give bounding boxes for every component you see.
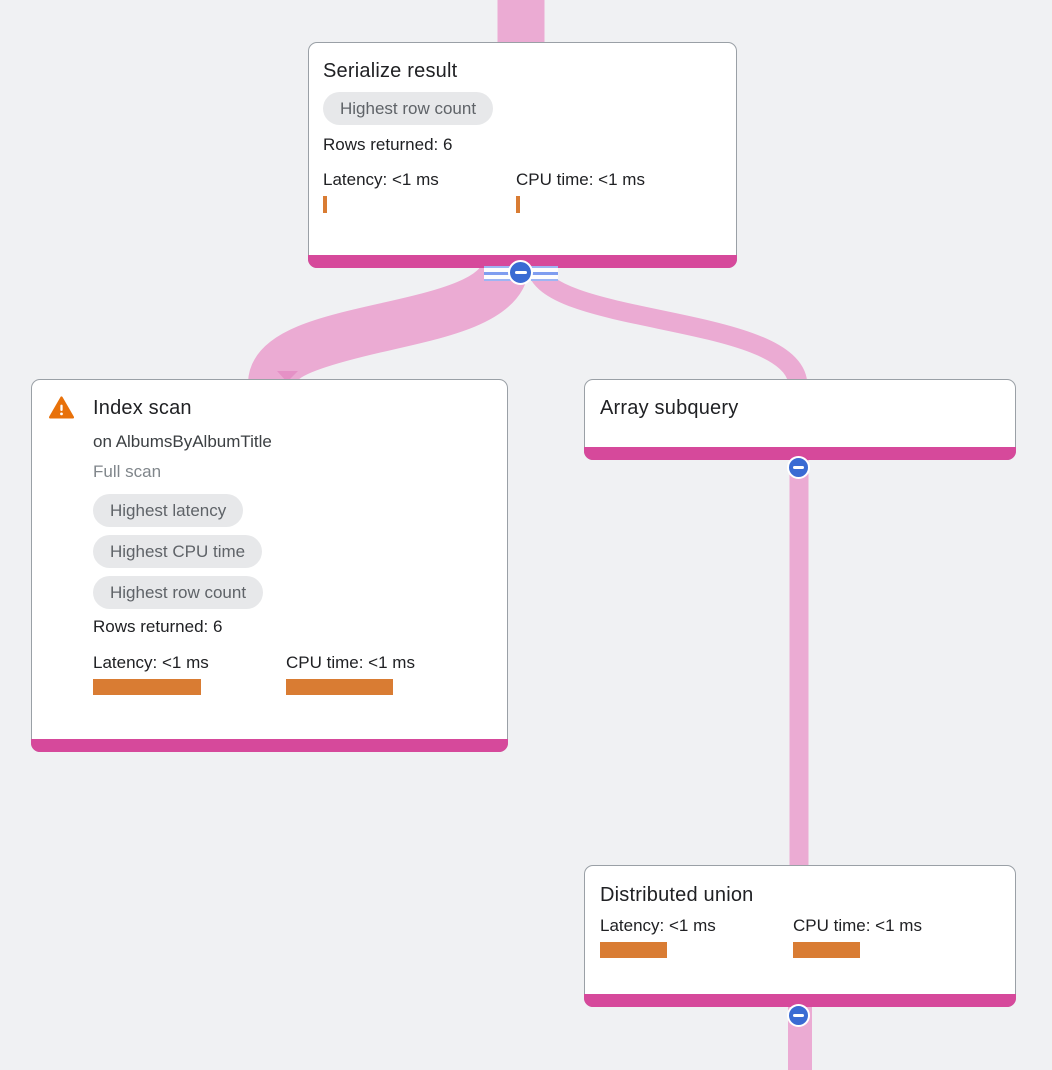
- edge-serialize-to-index-scan: [248, 260, 529, 389]
- collapse-rail-right: [531, 266, 558, 281]
- badge-highest-cpu-time: Highest CPU time: [93, 535, 263, 568]
- badge-highest-latency: Highest latency: [93, 494, 244, 527]
- cpu-time-bar: [516, 196, 520, 213]
- latency-bar: [600, 942, 667, 958]
- cpu-time-bar: [286, 679, 393, 695]
- node-title: Index scan: [93, 397, 192, 419]
- latency-bar: [323, 196, 327, 213]
- scan-type: Full scan: [93, 462, 162, 481]
- latency-label: Latency: <1 ms: [600, 916, 716, 935]
- minus-icon: [514, 270, 527, 275]
- cpu-time-label: CPU time: <1 ms: [516, 170, 645, 189]
- badge-highest-row-count: Highest row count: [323, 92, 494, 125]
- collapse-rail-left: [484, 266, 511, 281]
- node-array-subquery[interactable]: Array subquery: [584, 379, 1016, 460]
- collapse-button-serialize-result[interactable]: [508, 260, 533, 285]
- rows-returned: Rows returned: 6: [93, 617, 223, 636]
- node-accent-bar: [584, 447, 1016, 460]
- node-index-scan[interactable]: Index scan on AlbumsByAlbumTitle Full sc…: [31, 379, 508, 752]
- badge-highest-row-count: Highest row count: [93, 576, 264, 609]
- latency-label: Latency: <1 ms: [323, 170, 439, 189]
- edge-serialize-to-array-subquery: [526, 263, 808, 388]
- minus-icon: [793, 466, 804, 469]
- collapse-button-array-subquery[interactable]: [787, 456, 810, 479]
- cpu-time-label: CPU time: <1 ms: [286, 653, 415, 672]
- node-accent-bar: [31, 739, 508, 752]
- node-distributed-union[interactable]: Distributed union Latency: <1 ms CPU tim…: [584, 865, 1016, 1007]
- index-scan-target: on AlbumsByAlbumTitle: [93, 432, 272, 451]
- node-title: Array subquery: [600, 397, 739, 419]
- node-title: Serialize result: [323, 60, 458, 82]
- node-serialize-result[interactable]: Serialize result Highest row count Rows …: [308, 42, 737, 268]
- node-title: Distributed union: [600, 884, 754, 906]
- cpu-time-bar: [793, 942, 860, 958]
- node-accent-bar: [584, 994, 1016, 1007]
- collapse-button-distributed-union[interactable]: [787, 1004, 810, 1027]
- latency-label: Latency: <1 ms: [93, 653, 209, 672]
- rows-returned: Rows returned: 6: [323, 135, 453, 154]
- warning-icon: [49, 396, 74, 419]
- edge-arrowhead: [277, 371, 298, 382]
- cpu-time-label: CPU time: <1 ms: [793, 916, 922, 935]
- minus-icon: [793, 1014, 804, 1017]
- latency-bar: [93, 679, 201, 695]
